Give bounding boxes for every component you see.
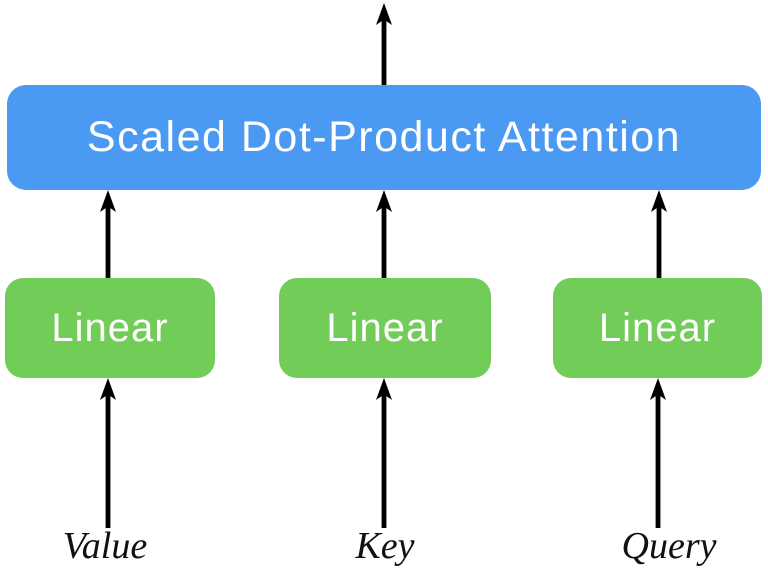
arrow-up-value-input-icon	[98, 378, 118, 528]
scaled-dot-product-attention-block: Scaled Dot-Product Attention	[7, 85, 761, 190]
input-label-key: Key	[355, 525, 415, 567]
arrow-up-query-input-icon	[648, 378, 668, 528]
arrow-up-key-input-icon	[374, 378, 394, 528]
arrow-up-output-icon	[374, 3, 394, 85]
arrow-up-key-to-attention-icon	[374, 190, 394, 278]
linear-block-value: Linear	[5, 278, 215, 378]
linear-block-label: Linear	[326, 305, 444, 350]
arrow-up-query-to-attention-icon	[649, 190, 669, 278]
input-label-value: Value	[62, 525, 148, 567]
linear-block-label: Linear	[598, 305, 717, 350]
linear-block-query: Linear	[553, 278, 762, 378]
linear-block-key: Linear	[279, 278, 491, 378]
attention-block-label: Scaled Dot-Product Attention	[86, 113, 682, 161]
arrow-up-value-to-attention-icon	[98, 190, 118, 278]
linear-block-label: Linear	[51, 305, 169, 350]
input-label-query: Query	[621, 525, 717, 567]
